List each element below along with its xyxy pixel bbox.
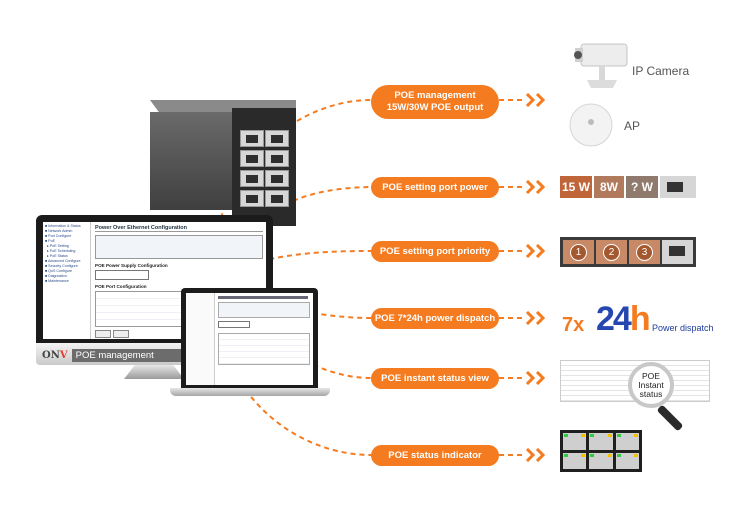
port-power-value: 8W xyxy=(594,176,624,198)
chevron-right-icon xyxy=(525,180,546,194)
dispatch-prefix: 7x xyxy=(562,314,585,336)
web-ui-sidebar: ■ Information & Status■ Network Admin■ P… xyxy=(43,222,91,339)
priority-badge: 2 xyxy=(603,243,620,261)
laptop-base xyxy=(170,388,330,396)
web-ui-title: Power Over Ethernet Configuration xyxy=(95,225,263,232)
web-ui-subtitle-supply: POE Power Supply Configuration xyxy=(95,263,168,268)
monitor-brand-bar: ONV POE management xyxy=(42,349,182,362)
dispatch-24h: 24h xyxy=(596,300,651,338)
chevron-right-icon xyxy=(525,93,546,107)
dispatch-caption: Power dispatch xyxy=(652,323,714,333)
chevron-right-icon xyxy=(525,371,546,385)
monitor-screen: ■ Information & Status■ Network Admin■ P… xyxy=(43,222,266,339)
port-priority-strip: 1 2 3 xyxy=(560,237,696,267)
instant-status-graphic: POE Instant status xyxy=(560,360,710,432)
chevron-right-icon xyxy=(525,311,546,325)
feature-power-dispatch: POE 7*24h power dispatch xyxy=(371,308,499,329)
ip-camera-icon xyxy=(574,43,628,88)
feature-port-power: POE setting port power xyxy=(371,177,499,198)
ap-label: AP xyxy=(624,119,641,133)
laptop-image xyxy=(181,288,318,388)
port-power-value: ? W xyxy=(626,176,658,198)
poe-switch-image xyxy=(150,100,298,228)
feature-instant-status: POE instant status view xyxy=(371,368,499,389)
ip-camera-label: IP Camera xyxy=(632,64,690,78)
brand-logo: ONV xyxy=(42,350,68,361)
magnifier-icon: POE Instant status xyxy=(628,362,674,408)
web-ui-subtitle-port: POE Port Configuration xyxy=(95,284,147,289)
monitor-image: ■ Information & Status■ Network Admin■ P… xyxy=(36,215,273,379)
port-power-strip: 15 W 8W ? W xyxy=(560,176,696,198)
monitor-caption: POE management xyxy=(71,349,182,362)
access-point-icon xyxy=(569,103,613,147)
chevron-right-icon xyxy=(525,244,546,258)
feature-status-indicator: POE status indicator xyxy=(371,445,499,466)
priority-badge: 3 xyxy=(636,243,653,261)
port-power-value: 15 W xyxy=(560,176,592,198)
chevron-right-icon xyxy=(525,448,546,462)
priority-badge: 1 xyxy=(570,243,587,261)
status-indicator-ports xyxy=(560,430,642,472)
feature-port-priority: POE setting port priority xyxy=(371,241,499,262)
feature-poe-management: POE management 15W/30W POE output xyxy=(371,85,499,119)
